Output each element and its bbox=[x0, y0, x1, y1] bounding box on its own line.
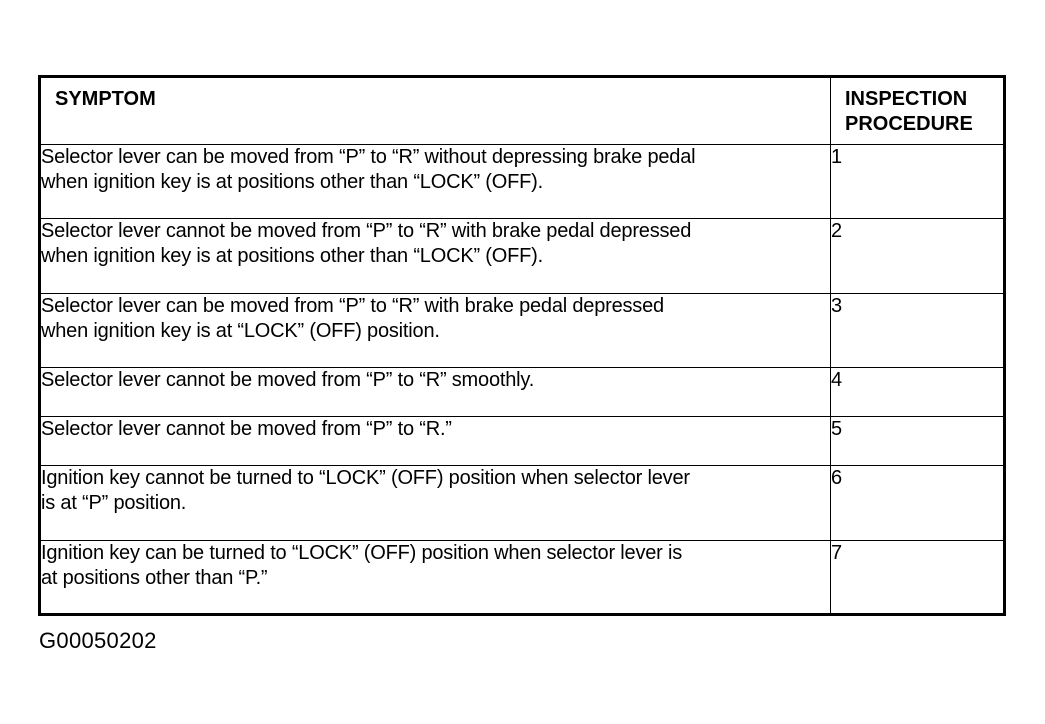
symptom-cell: Selector lever can be moved from “P” to … bbox=[39, 292, 831, 368]
procedure-cell: 3 bbox=[830, 292, 1005, 368]
header-symptom: SYMPTOM bbox=[39, 76, 831, 145]
procedure-cell: 5 bbox=[830, 416, 1005, 467]
symptom-table: SYMPTOM INSPECTION PROCEDURE Selector le… bbox=[38, 75, 1006, 616]
table-row: Selector lever cannot be moved from “P” … bbox=[39, 366, 1005, 418]
table-row: Ignition key cannot be turned to “LOCK” … bbox=[39, 465, 1005, 541]
table-row: Selector lever cannot be moved from “P” … bbox=[39, 416, 1005, 467]
procedure-cell: 7 bbox=[830, 539, 1005, 616]
figure-id: G00050202 bbox=[39, 628, 157, 653]
header-inspection-procedure: INSPECTION PROCEDURE bbox=[830, 76, 1005, 145]
table-header-row: SYMPTOM INSPECTION PROCEDURE bbox=[39, 76, 1005, 145]
symptom-cell: Selector lever can be moved from “P” to … bbox=[39, 143, 831, 220]
symptom-cell: Selector lever cannot be moved from “P” … bbox=[39, 366, 831, 418]
table-row: Selector lever can be moved from “P” to … bbox=[39, 143, 1005, 220]
procedure-cell: 1 bbox=[830, 143, 1005, 220]
symptom-cell: Selector lever cannot be moved from “P” … bbox=[39, 416, 831, 467]
table-row: Selector lever can be moved from “P” to … bbox=[39, 292, 1005, 368]
table-row: Selector lever cannot be moved from “P” … bbox=[39, 218, 1005, 294]
symptom-cell: Ignition key cannot be turned to “LOCK” … bbox=[39, 465, 831, 541]
procedure-cell: 4 bbox=[830, 366, 1005, 418]
procedure-cell: 2 bbox=[830, 218, 1005, 294]
procedure-cell: 6 bbox=[830, 465, 1005, 541]
symptom-cell: Selector lever cannot be moved from “P” … bbox=[39, 218, 831, 294]
table-row: Ignition key can be turned to “LOCK” (OF… bbox=[39, 539, 1005, 616]
symptom-cell: Ignition key can be turned to “LOCK” (OF… bbox=[39, 539, 831, 616]
